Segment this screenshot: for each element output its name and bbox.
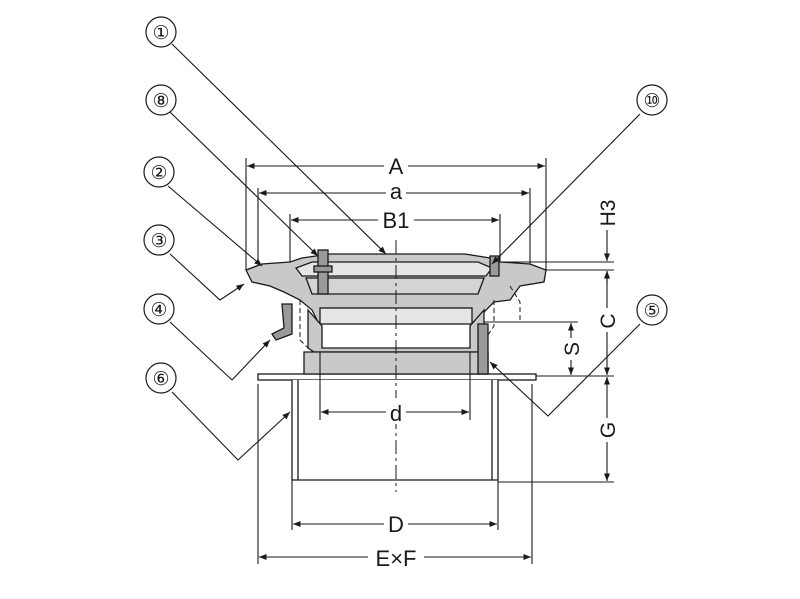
vertical-dimensions	[484, 200, 614, 483]
callout-8: ⑧	[152, 91, 169, 112]
dim-label-G: G	[597, 422, 620, 438]
dim-label-A: A	[389, 154, 404, 179]
drain-body	[245, 249, 547, 353]
grating-lower	[305, 277, 485, 295]
sleeve-pipe	[291, 380, 499, 481]
callout-6: ⑥	[152, 369, 169, 390]
leader-lines	[167, 43, 641, 461]
hidden-lines	[299, 285, 521, 353]
socket	[307, 308, 485, 353]
dim-label-H3: H3	[597, 200, 620, 227]
horizontal-dimension-labels: A a B1 d D E×F	[368, 152, 424, 571]
right-bolt	[489, 255, 500, 277]
callout-labels: ① ⑧ ② ③ ④ ⑥ ⑩ ⑤	[143, 16, 668, 394]
callout-3: ③	[150, 231, 167, 252]
dim-label-C: C	[597, 313, 620, 328]
dim-label-D: D	[388, 512, 404, 537]
callout-10: ⑩	[643, 91, 660, 112]
side-fitting	[271, 303, 293, 341]
vertical-dimension-labels: H3 C S G	[560, 196, 620, 442]
dim-label-B1: B1	[383, 208, 410, 233]
callout-2: ②	[150, 163, 167, 184]
callout-5: ⑤	[643, 301, 660, 322]
pipe-assembly	[257, 323, 537, 481]
waterproof-sheet	[257, 373, 537, 381]
dim-label-a: a	[390, 179, 403, 204]
dim-label-ExF: E×F	[376, 546, 417, 571]
dim-label-S: S	[561, 342, 584, 356]
callout-4: ④	[150, 300, 167, 321]
callout-1: ①	[152, 23, 169, 44]
dim-label-d: d	[390, 401, 402, 426]
